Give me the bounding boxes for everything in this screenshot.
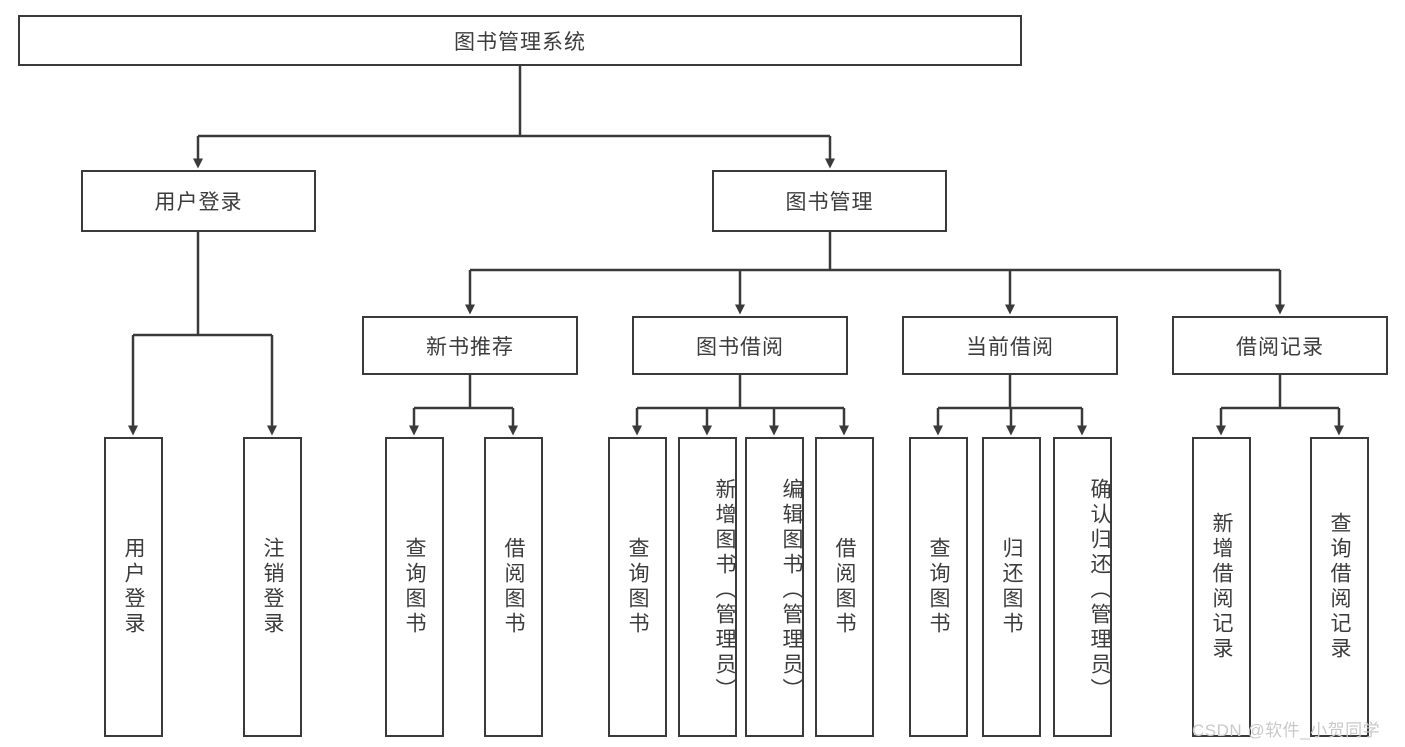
node-root[interactable]: 图书管理系统 [18, 15, 1022, 66]
leaf-borrow-book-recommend[interactable]: 借阅图书 [484, 437, 543, 737]
node-borrow-records[interactable]: 借阅记录 [1172, 316, 1388, 375]
leaf-query-book-borrow[interactable]: 查询图书 [608, 437, 667, 737]
leaf-query-book-recommend[interactable]: 查询图书 [385, 437, 444, 737]
leaf-confirm-return-admin[interactable]: 确认归还（管理员） [1053, 437, 1112, 737]
leaf-borrow-book[interactable]: 借阅图书 [815, 437, 874, 737]
leaf-add-book-admin[interactable]: 新增图书（管理员） [678, 437, 737, 737]
node-new-book-recommend[interactable]: 新书推荐 [362, 316, 578, 375]
node-book-management[interactable]: 图书管理 [712, 170, 947, 232]
node-user-login[interactable]: 用户登录 [81, 170, 316, 232]
leaf-edit-book-admin[interactable]: 编辑图书（管理员） [745, 437, 804, 737]
leaf-query-borrow-record[interactable]: 查询借阅记录 [1310, 437, 1369, 737]
node-current-borrow[interactable]: 当前借阅 [902, 316, 1118, 375]
watermark: CSDN @软件_小贺同学 [1192, 721, 1381, 740]
leaf-return-book[interactable]: 归还图书 [982, 437, 1041, 737]
leaf-user-login[interactable]: 用户登录 [104, 437, 163, 737]
leaf-logout[interactable]: 注销登录 [243, 437, 302, 737]
leaf-add-borrow-record[interactable]: 新增借阅记录 [1192, 437, 1251, 737]
node-book-borrow[interactable]: 图书借阅 [632, 316, 848, 375]
leaf-query-book-current[interactable]: 查询图书 [909, 437, 968, 737]
